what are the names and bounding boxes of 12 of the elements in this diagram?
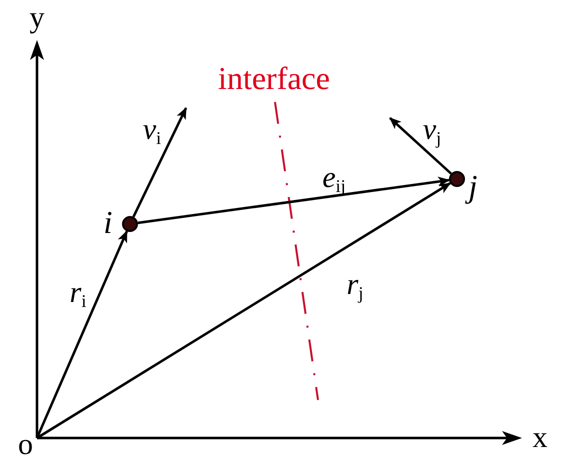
vector-arrow <box>138 176 450 224</box>
interface-label: interface <box>218 62 330 94</box>
particle-label: i <box>104 206 112 238</box>
vector-arrow <box>389 117 452 175</box>
vector-arrow <box>132 107 188 218</box>
axis-label: x <box>532 423 548 453</box>
vector-arrow <box>36 230 128 438</box>
vector-label: r$_{i}$ <box>70 278 86 308</box>
vector-arrow <box>36 182 452 440</box>
axis-label: y <box>30 3 44 33</box>
vector-label: v$_{i}$ <box>142 115 162 145</box>
origin-label: o <box>18 430 34 460</box>
